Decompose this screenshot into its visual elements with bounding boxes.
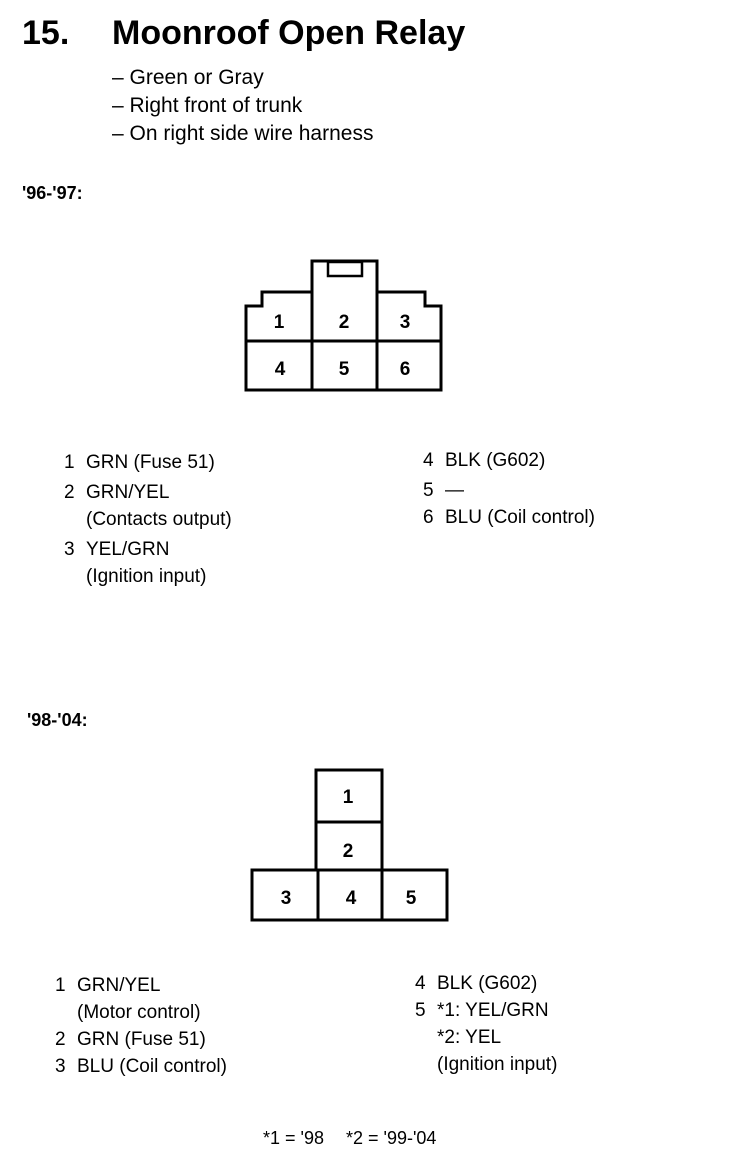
connector-a-terminal-5: 5 [339, 359, 350, 380]
pin-number: 1 [55, 975, 66, 996]
connector-a-legend-left: 1 GRN (Fuse 51) 2 GRN/YEL (Contacts output… [64, 449, 232, 590]
pin-number: 6 [423, 507, 434, 528]
pin-row: 4 BLK (G602) [423, 447, 595, 474]
detail-location: – Right front of trunk [112, 94, 303, 117]
pin-number: 4 [415, 973, 426, 994]
pin-wire: BLK (G602) [437, 973, 538, 994]
pin-number: 1 [64, 452, 75, 473]
connector-a-terminal-4: 4 [275, 359, 286, 380]
pin-number: 5 [423, 480, 434, 501]
pin-row: 2 GRN/YEL [64, 479, 232, 506]
connector-b-diagram [250, 768, 449, 922]
detail-harness: – On right side wire harness [112, 122, 374, 145]
pin-number: 4 [423, 450, 434, 471]
pin-wire: YEL/GRN [86, 539, 170, 560]
pin-wire: GRN (Fuse 51) [86, 452, 215, 473]
connector-b-terminals: 1 2 3 4 5 [281, 787, 417, 909]
connector-a-lock-tab [326, 260, 364, 278]
detail-color: – Green or Gray [112, 66, 264, 89]
connector-b-label: '98-'04: [27, 710, 88, 730]
pin-row: 3 BLU (Coil control) [55, 1053, 227, 1080]
pin-row: 5 *1: YEL/GRN [415, 997, 557, 1024]
pin-note: (Motor control) [77, 1002, 201, 1023]
pin-wire: GRN (Fuse 51) [77, 1029, 206, 1050]
pin-wire: GRN/YEL [86, 482, 170, 503]
pin-number: 5 [415, 1000, 426, 1021]
pin-number: 2 [64, 482, 75, 503]
pin-row: 6 BLU (Coil control) [423, 504, 595, 531]
pin-row: 1 GRN (Fuse 51) [64, 449, 232, 476]
pin-wire: GRN/YEL [77, 975, 161, 996]
pin-note: (Contacts output) [86, 509, 232, 530]
connector-a-terminal-2: 2 [339, 312, 350, 333]
pin-number: 3 [64, 539, 75, 560]
pin-row: 1 GRN/YEL [55, 972, 227, 999]
connector-a-terminals: 1 2 3 4 5 6 [274, 312, 411, 380]
connector-b-terminal-2: 2 [343, 841, 354, 862]
pin-wire: BLU (Coil control) [77, 1056, 227, 1077]
footnote-1: *1 = '98 [263, 1128, 324, 1148]
pin-row: 3 YEL/GRN [64, 536, 232, 563]
pin-note: (Ignition input) [437, 1054, 558, 1075]
pin-wire: BLK (G602) [445, 450, 546, 471]
connector-a-housing [244, 259, 443, 392]
connector-a-terminal-6: 6 [400, 359, 411, 380]
pin-number: 3 [55, 1056, 66, 1077]
pin-note: *2: YEL [437, 1027, 502, 1048]
section-number: 15. [22, 14, 70, 52]
connector-b-terminal-5: 5 [406, 888, 417, 909]
connector-b-legend-right: 4 BLK (G602) 5 *1: YEL/GRN *2: YEL (Igniti… [415, 970, 557, 1078]
pin-row: 4 BLK (G602) [415, 970, 557, 997]
pin-number: 2 [55, 1029, 66, 1050]
pin-row: 5— [423, 477, 595, 504]
page-title: Moonroof Open Relay [112, 14, 466, 52]
pin-wire: — [445, 480, 464, 501]
footnotes: *1 = '98 *2 = '99-'04 [263, 1128, 436, 1149]
connector-a-terminal-1: 1 [274, 312, 285, 333]
footnote-2: *2 = '99-'04 [346, 1128, 437, 1148]
connector-b-terminal-4: 4 [346, 888, 357, 909]
pin-wire: BLU (Coil control) [445, 507, 595, 528]
pin-note: (Ignition input) [86, 566, 207, 587]
pin-wire: *1: YEL/GRN [437, 1000, 549, 1021]
connector-a-terminal-3: 3 [400, 312, 411, 333]
connector-a-label: '96-'97: [22, 183, 83, 203]
connector-a-diagram [244, 259, 443, 392]
connector-b-terminal-3: 3 [281, 888, 292, 909]
pin-row: 2 GRN (Fuse 51) [55, 1026, 227, 1053]
connector-b-terminal-1: 1 [343, 787, 354, 808]
